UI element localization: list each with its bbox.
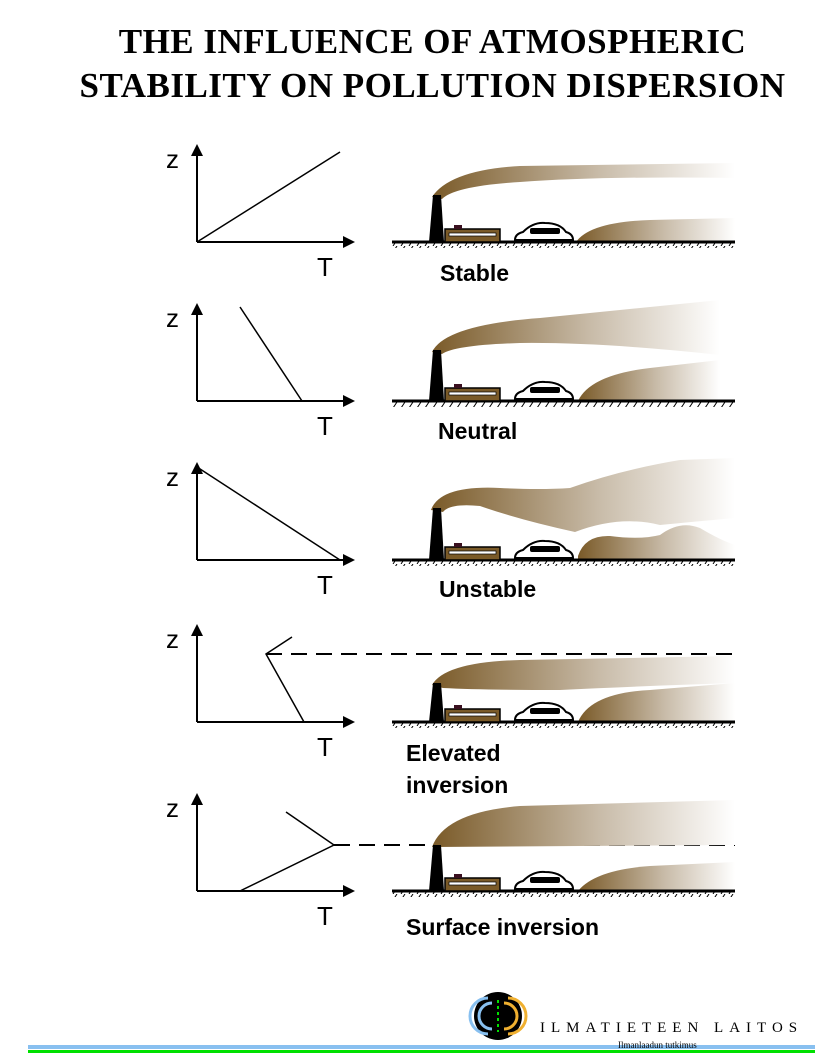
building-windows — [448, 712, 497, 717]
building-roof-vent — [454, 225, 462, 229]
label-stable: Stable — [440, 260, 510, 286]
chimney-icon — [429, 683, 444, 722]
car-icon — [513, 221, 575, 241]
temperature-profile-line — [239, 811, 336, 892]
panel-unstable — [191, 458, 735, 566]
chimney-icon — [429, 845, 444, 891]
ground-hatch — [392, 402, 735, 407]
chimney-plume — [432, 656, 735, 690]
chimney-plume — [432, 300, 720, 355]
temperature-profile-graph — [191, 303, 355, 407]
footer-green-bar — [28, 1050, 815, 1053]
panel-surface — [191, 793, 735, 897]
ground-level-plume — [578, 683, 735, 722]
t-axis-label: T — [317, 411, 333, 441]
z-axis-arrow-icon — [191, 303, 203, 315]
z-axis-label: z — [166, 303, 179, 333]
label-elevated-inversion: Elevated inversion — [406, 737, 508, 801]
t-axis-arrow-icon — [343, 395, 355, 407]
chimney-icon — [429, 195, 444, 242]
ground-hatch — [392, 723, 735, 728]
car-icon — [513, 701, 575, 721]
ground-level-plume — [578, 862, 735, 891]
label-unstable: Unstable — [439, 576, 537, 602]
scene — [392, 800, 735, 897]
factory-building-icon — [444, 543, 501, 561]
t-axis-label: T — [317, 252, 333, 282]
t-axis-label: T — [317, 901, 333, 931]
car-icon — [513, 380, 575, 400]
temperature-profile-line — [265, 636, 305, 723]
scene — [392, 300, 735, 407]
t-axis-arrow-icon — [343, 554, 355, 566]
factory-building-icon — [444, 705, 501, 723]
t-axis-label: T — [317, 570, 333, 600]
t-axis-label: T — [317, 732, 333, 762]
ground-hatch — [392, 892, 735, 897]
label-elevated-line2: inversion — [406, 772, 509, 798]
z-axis-label: z — [166, 793, 179, 823]
page-title: THE INFLUENCE OF ATMOSPHERIC STABILITY O… — [0, 20, 815, 108]
chimney-plume — [431, 458, 735, 532]
ground-hatch — [392, 243, 735, 248]
building-windows — [448, 881, 497, 886]
panel-elevated — [191, 624, 735, 728]
temperature-profile-graph — [191, 462, 355, 566]
temperature-profile-graph — [191, 793, 355, 897]
building-roof-vent — [454, 705, 462, 709]
scene — [392, 656, 735, 728]
z-axis-label: z — [166, 624, 179, 654]
building-windows — [448, 550, 497, 555]
t-axis-arrow-icon — [343, 236, 355, 248]
temperature-profile-graph — [191, 624, 355, 728]
t-axis-arrow-icon — [343, 716, 355, 728]
car-icon — [513, 539, 575, 559]
scene — [392, 458, 735, 566]
scene — [392, 163, 735, 248]
car-window — [530, 228, 560, 234]
t-axis-arrow-icon — [343, 885, 355, 897]
building-windows — [448, 232, 497, 237]
ground-level-plume — [578, 360, 720, 401]
building-windows — [448, 391, 497, 396]
ground-level-plume — [578, 525, 735, 560]
label-elevated-line1: Elevated — [406, 740, 501, 766]
z-axis-arrow-icon — [191, 793, 203, 805]
title-line-2: STABILITY ON POLLUTION DISPERSION — [79, 66, 786, 105]
z-axis-arrow-icon — [191, 144, 203, 156]
title-line-1: THE INFLUENCE OF ATMOSPHERIC — [118, 22, 747, 61]
factory-building-icon — [444, 384, 501, 402]
building-roof-vent — [454, 874, 462, 878]
z-axis-label: z — [166, 144, 179, 174]
building-roof-vent — [454, 543, 462, 547]
temperature-profile-graph — [191, 144, 355, 248]
footer-blue-bar — [28, 1045, 815, 1049]
chimney-icon — [429, 508, 444, 560]
temperature-profile-line — [239, 306, 303, 402]
z-axis-arrow-icon — [191, 624, 203, 636]
car-icon — [513, 870, 575, 890]
temperature-profile-line — [196, 466, 341, 561]
organization-name: ILMATIETEEN LAITOS — [540, 1020, 804, 1036]
z-axis-arrow-icon — [191, 462, 203, 474]
car-window — [530, 546, 560, 552]
z-axis-label: z — [166, 462, 179, 492]
chimney-plume — [432, 800, 735, 847]
chimney-plume — [432, 163, 735, 199]
panel-stable — [191, 144, 735, 248]
ground-hatch — [392, 561, 735, 566]
chimney-icon — [429, 350, 444, 401]
car-window — [530, 387, 560, 393]
organization-subtitle: Ilmanlaadun tutkimus — [618, 1040, 697, 1050]
factory-building-icon — [444, 874, 501, 892]
car-window — [530, 708, 560, 714]
label-neutral: Neutral — [438, 418, 518, 444]
factory-building-icon — [444, 225, 501, 243]
ground-level-plume — [576, 218, 735, 242]
panel-neutral — [191, 300, 735, 407]
car-window — [530, 877, 560, 883]
label-surface-inversion: Surface inversion — [406, 914, 600, 940]
temperature-profile-line — [196, 151, 341, 243]
building-roof-vent — [454, 384, 462, 388]
